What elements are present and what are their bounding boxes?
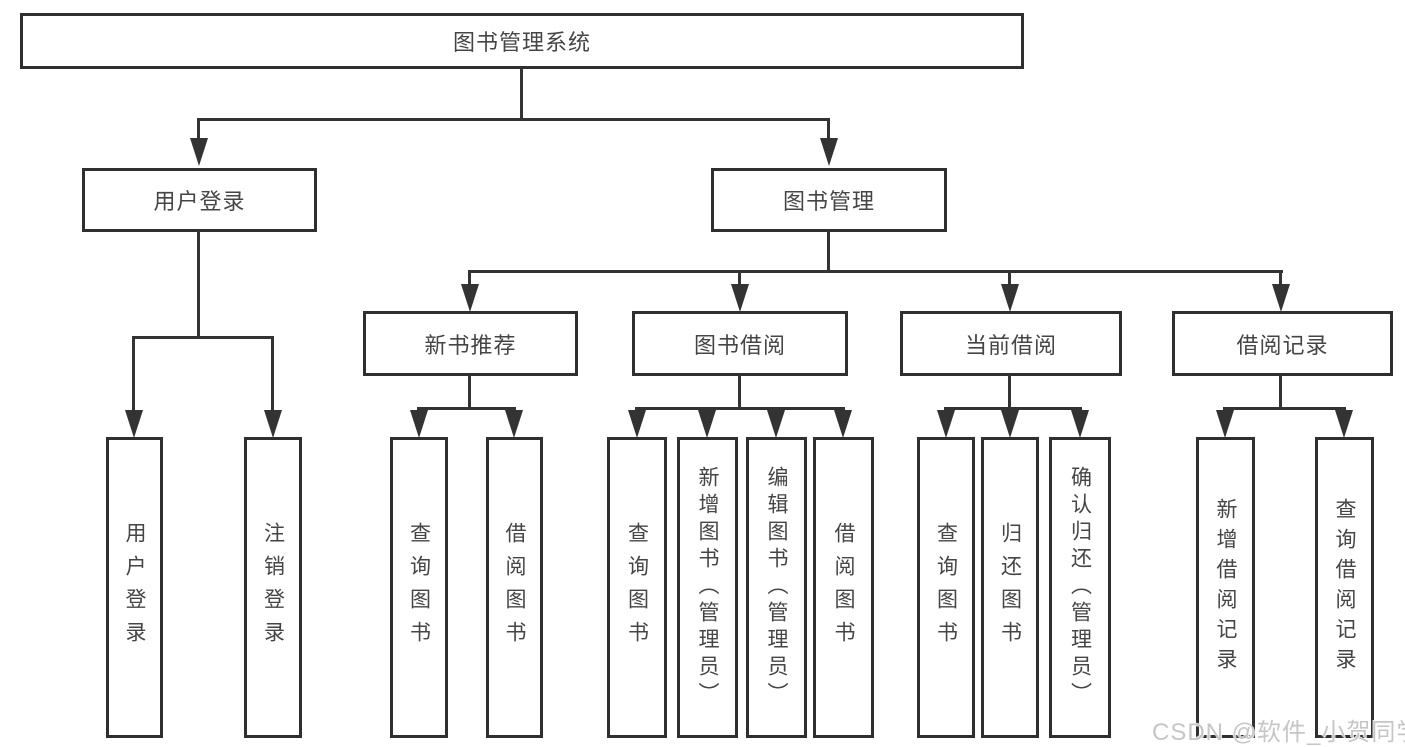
arrow-down-icon bbox=[1216, 410, 1234, 438]
leaf-cb-confirm-return-admin-label: 确认归还（管理员） bbox=[1068, 466, 1092, 709]
connector-line bbox=[1223, 407, 1346, 410]
arrow-down-icon bbox=[628, 410, 646, 438]
arrow-down-icon bbox=[1001, 284, 1019, 312]
leaf-logout: 注销登录 bbox=[244, 437, 302, 738]
arrow-down-icon bbox=[1272, 284, 1290, 312]
leaf-cb-query-books: 查询图书 bbox=[917, 437, 975, 738]
node-book-borrowing: 图书借阅 bbox=[632, 311, 848, 376]
node-current-borrowing-label: 当前借阅 bbox=[964, 332, 1057, 358]
leaf-cb-query-books-label: 查询图书 bbox=[934, 521, 958, 654]
arrow-down-icon bbox=[1001, 410, 1019, 438]
leaf-user-login: 用户登录 bbox=[106, 437, 163, 738]
leaf-br-add-record-label: 新增借阅记录 bbox=[1214, 497, 1237, 678]
leaf-bb-edit-books-admin: 编辑图书（管理员） bbox=[746, 437, 807, 738]
node-current-borrowing: 当前借阅 bbox=[900, 311, 1122, 376]
leaf-bb-query-books-label: 查询图书 bbox=[625, 521, 649, 654]
node-root-label: 图书管理系统 bbox=[452, 30, 591, 55]
connector-line bbox=[417, 407, 516, 410]
arrow-down-icon bbox=[461, 284, 479, 312]
node-new-book-recommend: 新书推荐 bbox=[363, 311, 578, 376]
leaf-cb-confirm-return-admin: 确认归还（管理员） bbox=[1049, 437, 1111, 738]
connector-line bbox=[132, 336, 274, 339]
leaf-cb-return-books: 归还图书 bbox=[981, 437, 1039, 738]
leaf-br-add-record: 新增借阅记录 bbox=[1196, 437, 1255, 738]
leaf-bb-borrow-books: 借阅图书 bbox=[813, 437, 874, 738]
arrow-down-icon bbox=[731, 284, 749, 312]
arrow-down-icon bbox=[1335, 410, 1353, 438]
connector-line bbox=[468, 270, 1283, 273]
arrow-down-icon bbox=[698, 410, 716, 438]
node-book-management-label: 图书管理 bbox=[782, 189, 875, 214]
node-book-borrowing-label: 图书借阅 bbox=[693, 332, 786, 358]
arrow-down-icon bbox=[264, 410, 282, 438]
arrow-down-icon bbox=[190, 138, 208, 166]
leaf-nb-borrow-books: 借阅图书 bbox=[486, 437, 543, 738]
node-borrowing-records-label: 借阅记录 bbox=[1236, 332, 1329, 358]
node-root: 图书管理系统 bbox=[20, 13, 1024, 69]
connector-line bbox=[827, 230, 830, 273]
connector-line bbox=[520, 69, 523, 121]
arrow-down-icon bbox=[1071, 410, 1089, 438]
connector-line bbox=[944, 407, 1082, 410]
arrow-down-icon bbox=[820, 138, 838, 166]
connector-line bbox=[1279, 374, 1282, 410]
connector-line bbox=[271, 336, 274, 412]
connector-line bbox=[197, 118, 200, 140]
leaf-br-query-record: 查询借阅记录 bbox=[1315, 437, 1374, 738]
arrow-down-icon bbox=[937, 410, 955, 438]
leaf-nb-query-books-label: 查询图书 bbox=[407, 521, 431, 654]
node-borrowing-records: 借阅记录 bbox=[1172, 311, 1393, 376]
connector-line bbox=[635, 407, 845, 410]
leaf-bb-borrow-books-label: 借阅图书 bbox=[832, 521, 855, 654]
arrow-down-icon bbox=[125, 410, 143, 438]
connector-line bbox=[197, 118, 830, 121]
arrow-down-icon bbox=[505, 410, 523, 438]
node-user-login-label: 用户登录 bbox=[153, 189, 246, 214]
node-new-book-recommend-label: 新书推荐 bbox=[424, 332, 517, 358]
node-user-login: 用户登录 bbox=[82, 168, 317, 232]
leaf-user-login-label: 用户登录 bbox=[123, 521, 146, 654]
connector-line bbox=[827, 118, 830, 140]
leaf-cb-return-books-label: 归还图书 bbox=[998, 521, 1022, 654]
connector-line bbox=[738, 374, 741, 410]
node-book-management: 图书管理 bbox=[711, 168, 947, 232]
connector-line bbox=[468, 270, 471, 286]
arrow-down-icon bbox=[410, 410, 428, 438]
connector-line bbox=[738, 270, 741, 286]
arrow-down-icon bbox=[767, 410, 785, 438]
leaf-br-query-record-label: 查询借阅记录 bbox=[1333, 497, 1356, 678]
connector-line bbox=[1008, 374, 1011, 410]
connector-line bbox=[132, 336, 135, 412]
connector-line bbox=[1279, 270, 1282, 286]
arrow-down-icon bbox=[834, 410, 852, 438]
leaf-nb-query-books: 查询图书 bbox=[390, 437, 448, 738]
leaf-bb-query-books: 查询图书 bbox=[607, 437, 667, 738]
leaf-logout-label: 注销登录 bbox=[261, 521, 285, 654]
leaf-nb-borrow-books-label: 借阅图书 bbox=[503, 521, 526, 654]
leaf-bb-add-books-admin-label: 新增图书（管理员） bbox=[696, 466, 719, 709]
connector-line bbox=[1008, 270, 1011, 286]
leaf-bb-edit-books-admin-label: 编辑图书（管理员） bbox=[765, 466, 788, 709]
connector-line bbox=[468, 374, 471, 410]
connector-line bbox=[197, 230, 200, 339]
csdn-watermark: CSDN @软件_小贺同学 bbox=[1152, 719, 1405, 746]
leaf-bb-add-books-admin: 新增图书（管理员） bbox=[677, 437, 738, 738]
